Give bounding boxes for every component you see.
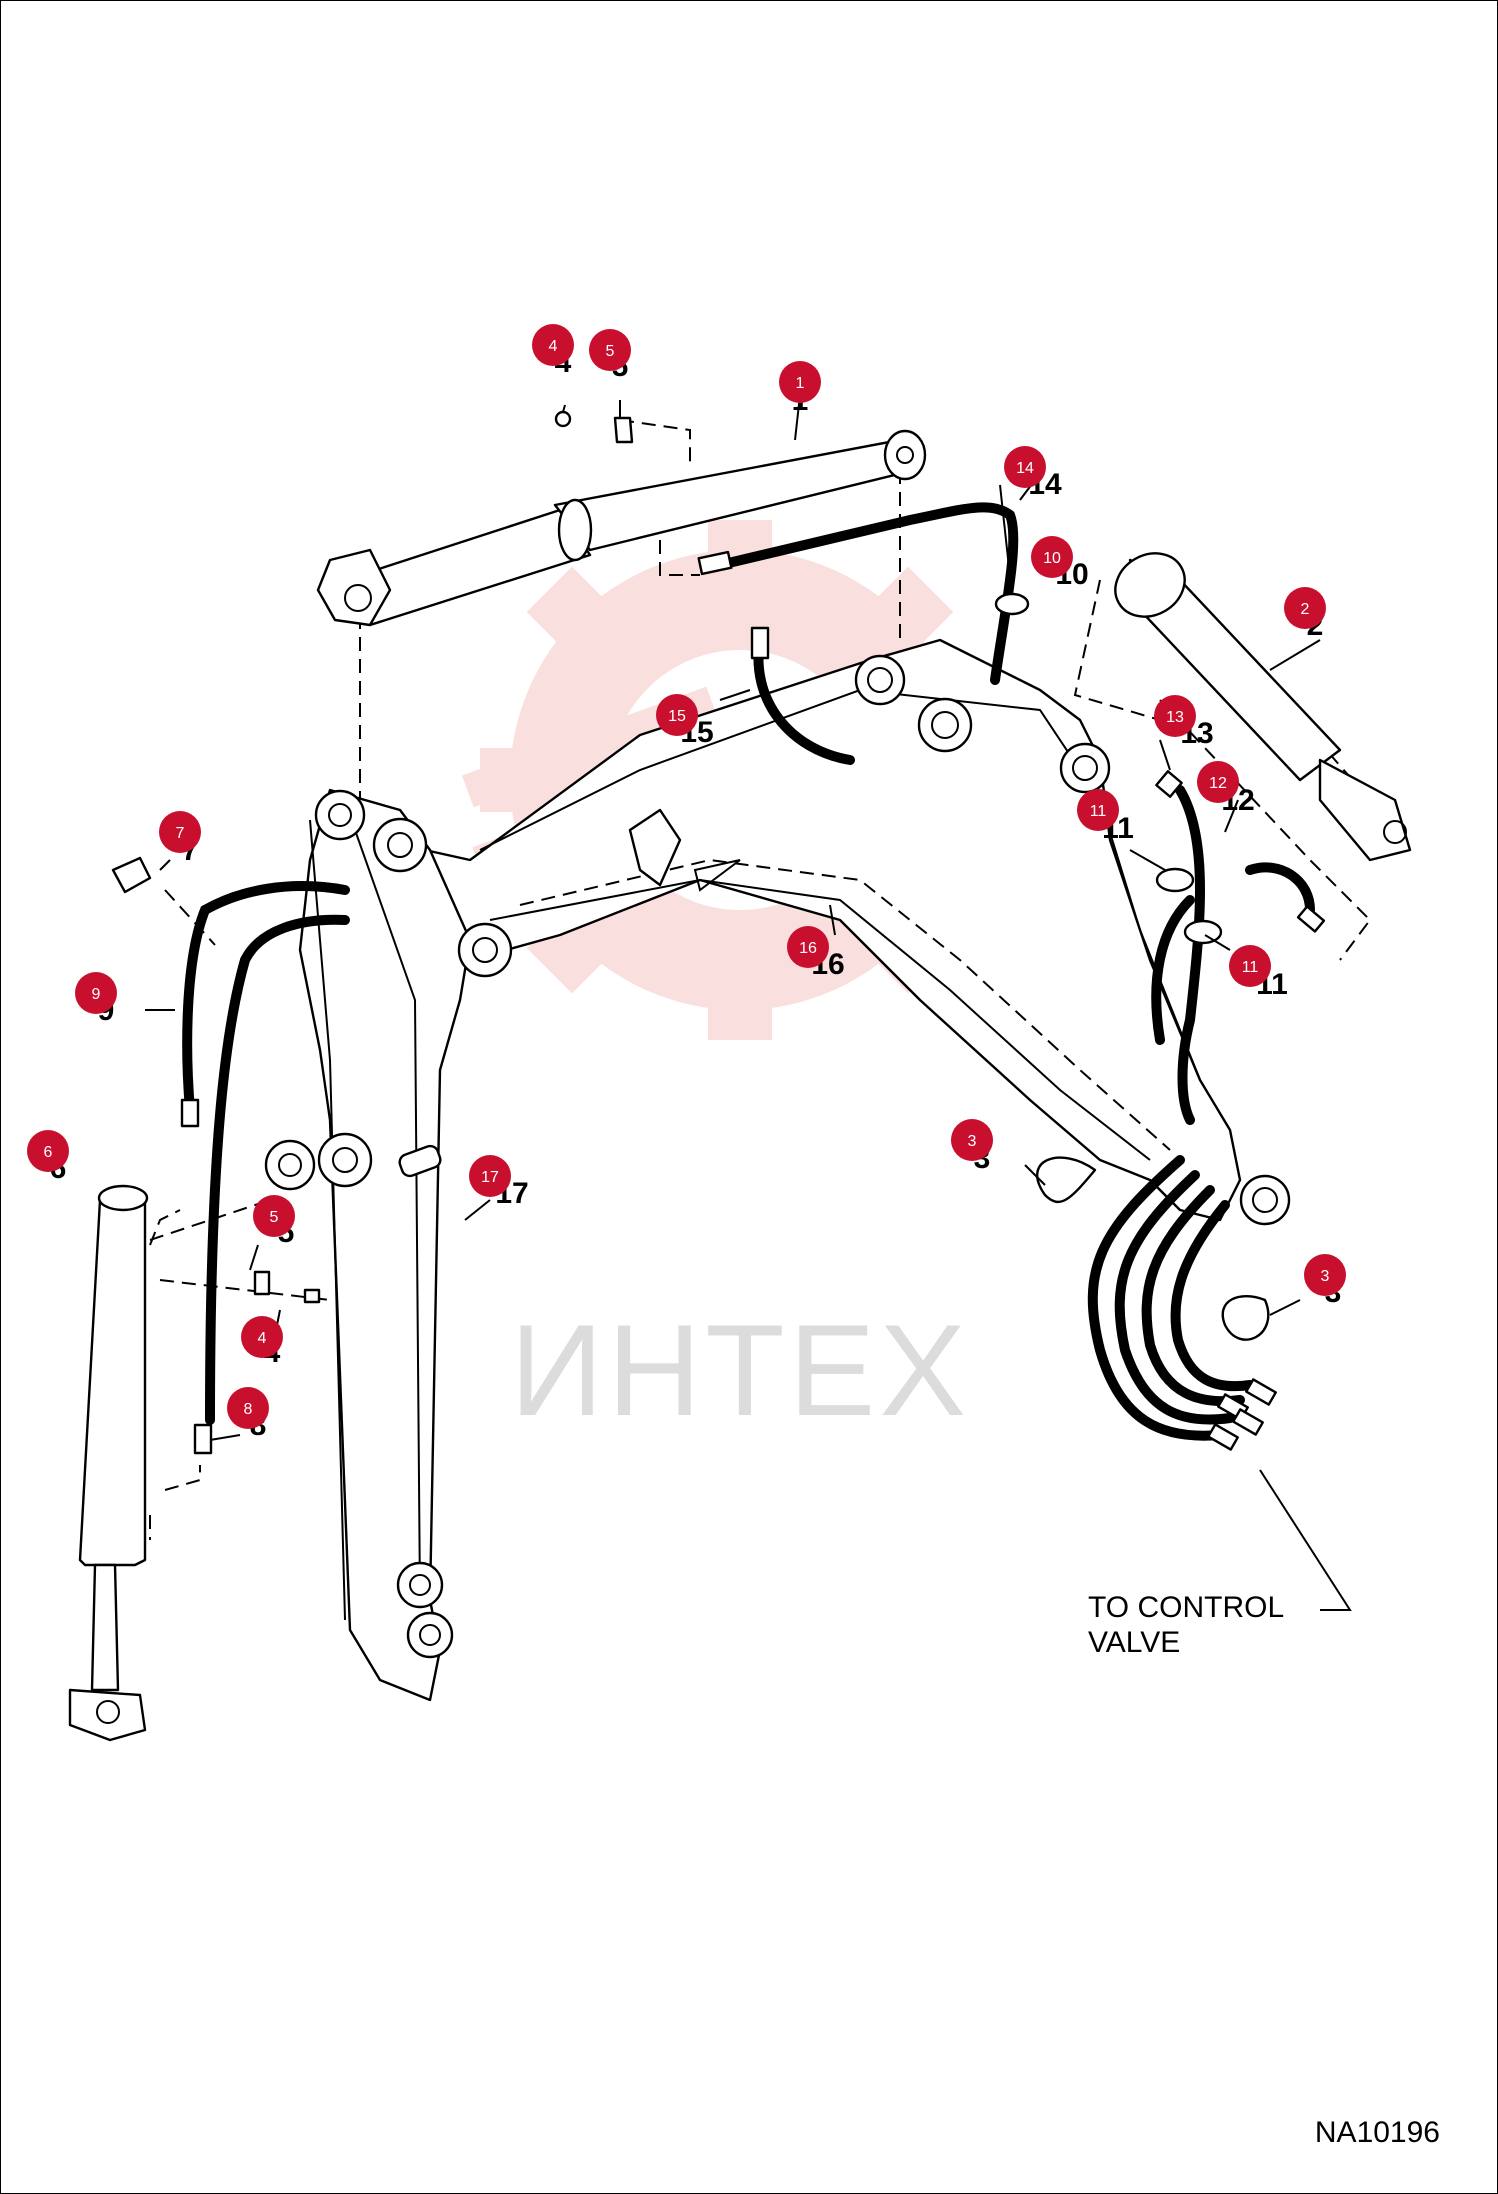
callout-5: 55 — [253, 1195, 295, 1249]
callout-marker — [1229, 945, 1271, 987]
callout-marker-number: 14 — [1016, 460, 1034, 477]
callout-marker — [1031, 536, 1073, 578]
arm-assembly — [264, 788, 513, 1702]
callout-marker — [253, 1195, 295, 1237]
bucket-cylinder — [1114, 552, 1412, 862]
callout-9: 99 — [75, 972, 117, 1027]
callout-7: 77 — [159, 811, 201, 867]
callout-marker — [532, 324, 574, 366]
hose-13 — [1175, 785, 1205, 1125]
callout-marker — [589, 329, 631, 371]
callout-marker-number: 10 — [1043, 550, 1061, 567]
callout-marker — [1284, 587, 1326, 629]
callout-marker-number: 4 — [549, 338, 558, 355]
assembly-leader-lines — [149, 419, 1372, 1540]
callout-marker — [787, 926, 829, 968]
callout-4: 44 — [532, 324, 574, 379]
callout-marker-number: 6 — [44, 1144, 53, 1161]
hose-14 — [715, 502, 1019, 685]
callout-marker — [1004, 446, 1046, 488]
callout-marker-number: 12 — [1209, 775, 1227, 792]
callout-marker-number: 16 — [799, 940, 817, 957]
hose-end-fittings — [1207, 1378, 1277, 1451]
boom-cylinder — [316, 429, 927, 627]
callout-8: 88 — [227, 1387, 269, 1442]
callout-marker-number: 2 — [1301, 601, 1310, 618]
boom-assembly — [333, 638, 1291, 1226]
callout-marker — [27, 1130, 69, 1172]
leader-lines — [145, 394, 1352, 1611]
callout-marker-number: 5 — [606, 343, 615, 360]
callout-marker — [951, 1119, 993, 1161]
hose-bundle-4 — [1170, 1200, 1255, 1392]
callout-marker-number: 11 — [1242, 959, 1259, 976]
figure-code: NA10196 — [1315, 2116, 1440, 2149]
callout-marker — [469, 1155, 511, 1197]
control-valve-note-line2: VALVE — [1088, 1626, 1180, 1659]
hose-bundle-3 — [1141, 1185, 1245, 1407]
callout-marker-number: 9 — [92, 986, 101, 1003]
callout-3: 33 — [1304, 1254, 1346, 1309]
callout-2: 22 — [1284, 587, 1326, 642]
callout-marker — [241, 1316, 283, 1358]
callout-marker-number: 17 — [481, 1169, 499, 1186]
hose-bundle-2 — [1114, 1170, 1235, 1425]
callout-marker — [1304, 1254, 1346, 1296]
callout-markers: 1122333344445555667788991010111111111212… — [27, 324, 1346, 1442]
callout-marker — [1197, 761, 1239, 803]
arm-cylinder — [68, 1184, 149, 1742]
hose-bundle-1 — [1087, 1155, 1225, 1441]
hose-15 — [753, 635, 855, 765]
callout-marker-number: 5 — [270, 1209, 279, 1226]
hoses — [182, 502, 1315, 1441]
callout-marker — [779, 361, 821, 403]
callout-1: 11 — [779, 361, 821, 417]
arm-body — [298, 788, 472, 1702]
callout-3: 33 — [951, 1119, 993, 1175]
control-valve-note-line1: TO CONTROL — [1088, 1591, 1284, 1624]
hose-12 — [1245, 862, 1315, 915]
callout-4: 44 — [241, 1316, 283, 1369]
callout-5: 55 — [589, 329, 631, 383]
callout-marker-number: 13 — [1166, 709, 1184, 726]
callout-marker-number: 3 — [968, 1133, 977, 1150]
callout-marker-number: 15 — [668, 708, 686, 725]
callout-marker — [75, 972, 117, 1014]
fittings — [111, 410, 1326, 1455]
watermark-text: ИНТЕХ — [510, 1297, 970, 1443]
callout-marker — [656, 694, 698, 736]
callout-marker — [1154, 695, 1196, 737]
callout-marker — [1077, 789, 1119, 831]
callout-marker-number: 3 — [1321, 1268, 1330, 1285]
callout-marker — [227, 1387, 269, 1429]
callout-marker-number: 1 — [796, 375, 805, 392]
callout-marker — [159, 811, 201, 853]
hose-9a — [182, 881, 350, 1115]
callout-6: 66 — [27, 1130, 69, 1185]
callout-marker-number: 11 — [1090, 803, 1107, 820]
callout-marker-number: 8 — [244, 1401, 253, 1418]
callout-marker-number: 7 — [176, 825, 185, 842]
hose-9b — [205, 914, 350, 1425]
callout-marker-number: 4 — [258, 1330, 267, 1347]
